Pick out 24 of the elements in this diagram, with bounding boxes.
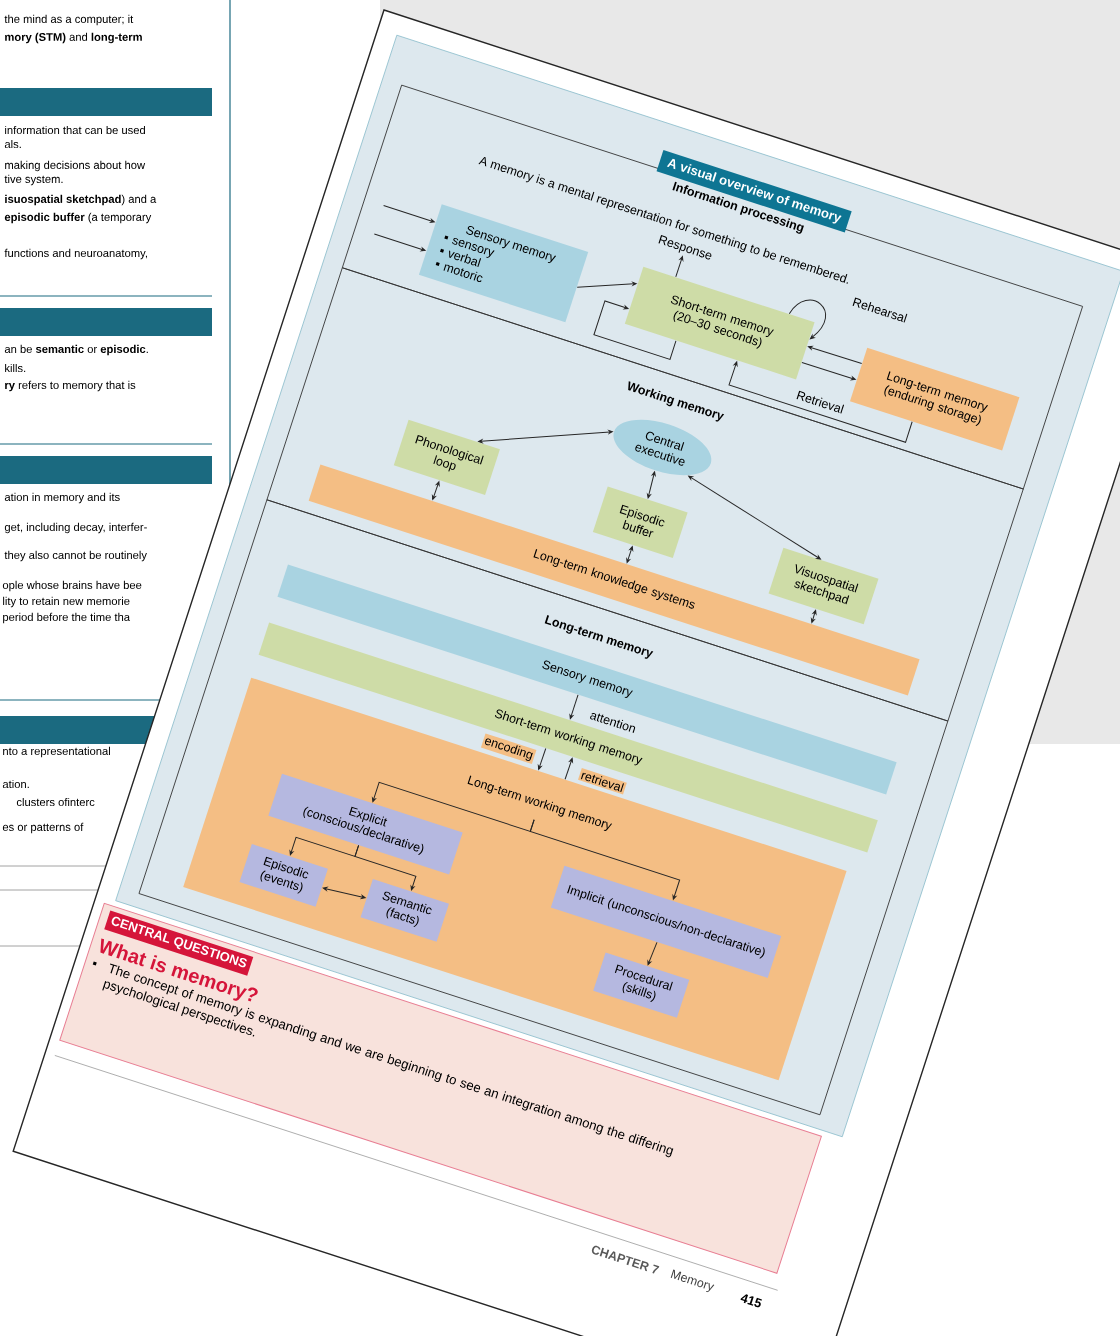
- arrow: [626, 546, 634, 563]
- arrow: [807, 345, 863, 365]
- arrow: [728, 361, 913, 443]
- arrow: [373, 233, 426, 252]
- arrow: [593, 300, 677, 360]
- arrow: [322, 886, 366, 899]
- arrow: [788, 299, 826, 340]
- arrow: [478, 430, 613, 444]
- arrow: [537, 748, 547, 770]
- arrow: [289, 836, 360, 857]
- arrow: [529, 819, 681, 900]
- arrow: [810, 609, 817, 624]
- arrow: [688, 475, 821, 560]
- arrow: [675, 256, 684, 278]
- arrow: [801, 362, 856, 381]
- arrow: [647, 471, 656, 499]
- arrow: [576, 281, 637, 288]
- arrow: [647, 941, 658, 966]
- arrow: [383, 204, 435, 223]
- arrow: [354, 844, 417, 891]
- arrow: [431, 481, 440, 500]
- arrow: [372, 781, 535, 832]
- arrow: [564, 757, 573, 780]
- arrow: [569, 694, 579, 720]
